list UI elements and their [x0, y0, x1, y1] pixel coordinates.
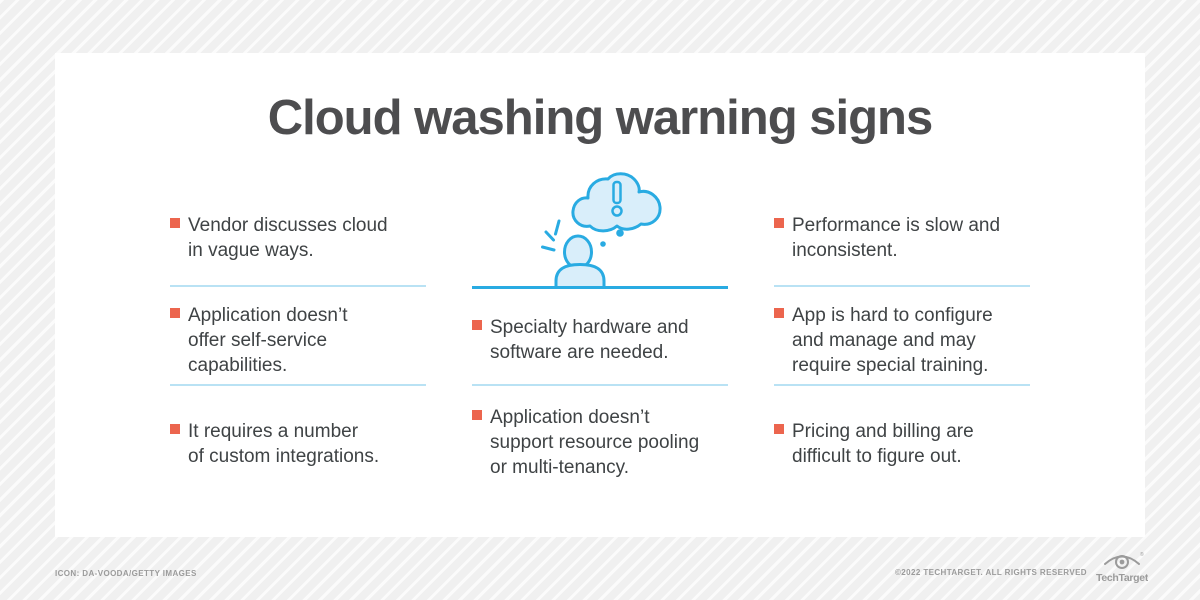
- item-text: Application doesn’t offer self-service c…: [188, 305, 348, 376]
- thought-dot-icon: [600, 241, 606, 247]
- list-item: Pricing and billing are difficult to fig…: [774, 419, 1030, 469]
- exclamation-dot-icon: [611, 205, 623, 217]
- item-text: Vendor discusses cloud in vague ways.: [188, 215, 388, 261]
- list-item: Application doesn’t support resource poo…: [472, 405, 728, 480]
- warning-column-center: Specialty hardware and software are need…: [472, 53, 728, 537]
- bullet-square-icon: [170, 424, 180, 434]
- column-divider: [472, 384, 728, 386]
- registered-mark: ®: [1140, 551, 1144, 558]
- bullet-square-icon: [170, 308, 180, 318]
- item-text: Pricing and billing are difficult to fig…: [792, 421, 974, 467]
- bullet-square-icon: [472, 320, 482, 330]
- page-title: Cloud washing warning signs: [267, 91, 933, 145]
- ground-line: [472, 286, 728, 289]
- list-item: App is hard to configure and manage and …: [774, 303, 1030, 378]
- bullet-square-icon: [774, 424, 784, 434]
- eye-icon: ®: [1104, 551, 1144, 569]
- footer-right: ©2022 TECHTARGET. ALL RIGHTS RESERVED ® …: [895, 549, 1148, 585]
- list-item: Performance is slow and inconsistent.: [774, 213, 1030, 263]
- thought-dot-icon: [616, 229, 624, 237]
- alert-strokes-icon: [541, 219, 561, 252]
- column-divider: [170, 285, 426, 287]
- column-divider: [774, 384, 1030, 386]
- list-item: Specialty hardware and software are need…: [472, 315, 728, 365]
- techtarget-logo: ® TechTarget: [1096, 551, 1148, 584]
- list-item: Vendor discusses cloud in vague ways.: [170, 213, 426, 263]
- footer-copyright: ©2022 TECHTARGET. ALL RIGHTS RESERVED: [895, 568, 1087, 577]
- item-text: Application doesn’t support resource poo…: [490, 407, 700, 478]
- item-text: Specialty hardware and software are need…: [490, 317, 689, 363]
- item-text: App is hard to configure and manage and …: [792, 305, 993, 376]
- column-divider: [170, 384, 426, 386]
- person-thought-cloud-alert-icon: [541, 172, 662, 289]
- person-body-icon: [554, 263, 606, 289]
- warning-column-left: Vendor discusses cloud in vague ways. Ap…: [170, 53, 426, 537]
- exclamation-bar-icon: [612, 180, 622, 205]
- list-item: Application doesn’t offer self-service c…: [170, 303, 426, 378]
- bullet-square-icon: [774, 308, 784, 318]
- bullet-square-icon: [774, 218, 784, 228]
- footer-credit: ICON: DA-VOODA/GETTY IMAGES: [55, 569, 197, 578]
- infographic-card: Cloud washing warning signs Vendor discu…: [55, 53, 1145, 537]
- warning-column-right: Performance is slow and inconsistent. Ap…: [774, 53, 1030, 537]
- list-item: It requires a number of custom integrati…: [170, 419, 426, 469]
- bullet-square-icon: [472, 410, 482, 420]
- item-text: It requires a number of custom integrati…: [188, 421, 380, 467]
- column-divider: [774, 285, 1030, 287]
- brand-wordmark: TechTarget: [1096, 572, 1148, 584]
- bullet-square-icon: [170, 218, 180, 228]
- item-text: Performance is slow and inconsistent.: [792, 215, 1001, 261]
